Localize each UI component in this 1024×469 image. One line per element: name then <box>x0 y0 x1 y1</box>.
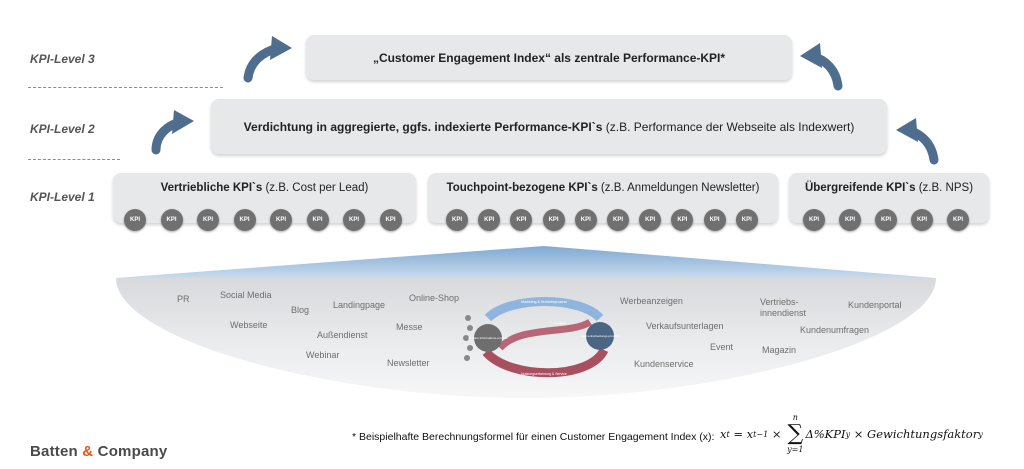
formula-note: * Beispielhafte Berechnungsformel für ei… <box>352 431 715 443</box>
touchpoint-newsletter: Newsletter <box>387 358 430 368</box>
kpi-circle: KPI <box>197 209 219 231</box>
kpi-circle: KPI <box>839 209 861 231</box>
sum-upper-limit: n <box>792 413 798 422</box>
sum-lower-limit: y=1 <box>787 445 804 454</box>
touchpoint-kundenservice: Kundenservice <box>634 359 694 369</box>
touchpoint-webseite: Webseite <box>230 320 268 330</box>
kpi-level-3-label: KPI-Level 3 <box>30 52 95 66</box>
touchpoint-vertriebs-line1: Vertriebs- <box>760 297 799 307</box>
kpi-circle: KPI <box>703 209 726 231</box>
kpi-circle: KPI <box>947 209 969 231</box>
level2-text: Verdichtung in aggregierte, ggfs. indexi… <box>244 120 855 134</box>
level2-box: Verdichtung in aggregierte, ggfs. indexi… <box>211 99 887 154</box>
logo-amp: & <box>82 443 94 460</box>
formula-times: × <box>768 427 786 441</box>
sum-icon: ∑ <box>787 421 804 446</box>
kpi-circle: KPI <box>803 209 825 231</box>
kpi-circle: KPI <box>671 209 694 231</box>
formula-body-sub: y <box>845 429 851 439</box>
curved-arrow-icon <box>800 43 843 91</box>
touchpoint-kpi-example: (z.B. Anmeldungen Newsletter) <box>597 182 760 194</box>
curved-arrow-icon <box>243 36 292 83</box>
touchpoint-blog: Blog <box>291 305 310 315</box>
touchpoint-kpi-title: Touchpoint-bezogene KPI`s <box>446 182 598 194</box>
touchpoint-aussendienst: Außendienst <box>317 330 368 340</box>
touchpoint-landingpage: Landingpage <box>333 300 386 310</box>
level2-bold: Verdichtung in aggregierte, ggfs. indexi… <box>243 119 603 134</box>
kpi-circle: KPI <box>639 209 662 231</box>
touchpoint-messe: Messe <box>396 322 423 332</box>
level1-box-touchpoint: Touchpoint-bezogene KPI`s (z.B. Anmeldun… <box>428 173 778 223</box>
kpi-circle: KPI <box>233 209 256 231</box>
kpi-circle: KPI <box>446 209 468 231</box>
kpi-circle: KPI <box>542 209 565 231</box>
company-logo: Batten & Company <box>30 443 167 460</box>
touchpoint-bowl <box>116 278 936 398</box>
overall-kpi-example: (z.B. NPS) <box>915 182 974 194</box>
svg-text:Kauf-entscheidungs-prozess: Kauf-entscheidungs-prozess <box>581 334 620 338</box>
formula-eq: = <box>729 427 747 441</box>
curved-arrow-icon <box>896 118 939 165</box>
touchpoint-pr: PR <box>177 294 190 304</box>
overall-kpi-title: Übergreifende KPI`s <box>804 182 916 194</box>
formula-body: Δ%KPI <box>805 427 846 441</box>
customer-cycle-graphic: Marketing & Vertriebsprozess Nutzungserf… <box>463 297 620 378</box>
kpi-circle: KPI <box>124 209 146 231</box>
touchpoint-magazin: Magazin <box>762 345 797 355</box>
formula-sum: n ∑ y=1 <box>787 413 803 455</box>
funnel-triangle <box>116 246 936 278</box>
formula-body2: × Gewichtungsfaktor <box>850 427 979 441</box>
sales-kpi-example: (z.B. Cost per Lead) <box>262 182 369 194</box>
kpi-circle: KPI <box>270 209 292 231</box>
level-divider-3 <box>28 87 223 88</box>
curved-arrow-icon <box>151 110 194 155</box>
kpi-circle: KPI <box>343 209 365 231</box>
touchpoint-vertriebs: Vertriebs-innendienst <box>760 297 806 319</box>
logo-part1: Batten <box>30 443 83 460</box>
formula-body2-sub: y <box>978 429 983 439</box>
kpi-circle: KPI <box>379 209 402 231</box>
kpi-circle: KPI <box>735 209 758 231</box>
kpi-circle: KPI <box>574 209 597 231</box>
touchpoint-kundenportal: Kundenportal <box>848 300 902 310</box>
kpi-level-2-label: KPI-Level 2 <box>30 122 95 136</box>
formula-x2: x <box>746 427 754 441</box>
kpi-circle: KPI <box>160 209 183 231</box>
level3-text: „Customer Engagement Index“ als zentrale… <box>372 50 726 65</box>
svg-text:Marketing & Vertriebsprozess: Marketing & Vertriebsprozess <box>521 300 567 304</box>
touchpoint-verkaufsunterlagen: Verkaufsunterlagen <box>646 321 724 331</box>
formula-lhs: x <box>720 427 727 441</box>
sales-kpi-title: Vertriebliche KPI`s <box>160 182 263 194</box>
level3-box: „Customer Engagement Index“ als zentrale… <box>306 35 792 80</box>
formula-lhs-sub: t <box>726 429 730 439</box>
level-divider-2 <box>28 159 120 160</box>
svg-text:Kunden-informations-prozess: Kunden-informations-prozess <box>468 336 508 340</box>
kpi-circle: KPI <box>911 209 933 231</box>
kpi-circle: KPI <box>607 209 629 231</box>
level2-normal: (z.B. Performance der Webseite als Index… <box>602 119 855 134</box>
logo-part2: Company <box>93 443 168 460</box>
touchpoint-webinar: Webinar <box>306 350 340 360</box>
touchpoint-event: Event <box>710 342 734 352</box>
kpi-circle: KPI <box>306 209 329 231</box>
svg-text:Loyalität: Loyalität <box>554 321 565 325</box>
touchpoint-social-media: Social Media <box>220 290 272 300</box>
kpi-level-1-label: KPI-Level 1 <box>30 190 95 204</box>
touchpoint-werbeanzeigen: Werbeanzeigen <box>620 296 683 306</box>
kpi-circle: KPI <box>875 209 897 231</box>
kpi-circle: KPI <box>510 209 533 231</box>
touchpoint-online-shop: Online-Shop <box>409 293 460 303</box>
formula-x2-sub: t−1 <box>753 429 769 439</box>
touchpoint-vertriebs-line2: innendienst <box>760 308 807 318</box>
svg-text:Nutzungserfahrung & Service: Nutzungserfahrung & Service <box>521 372 567 376</box>
touchpoint-kundenumfragen: Kundenumfragen <box>800 325 870 335</box>
kpi-circle: KPI <box>478 209 501 231</box>
